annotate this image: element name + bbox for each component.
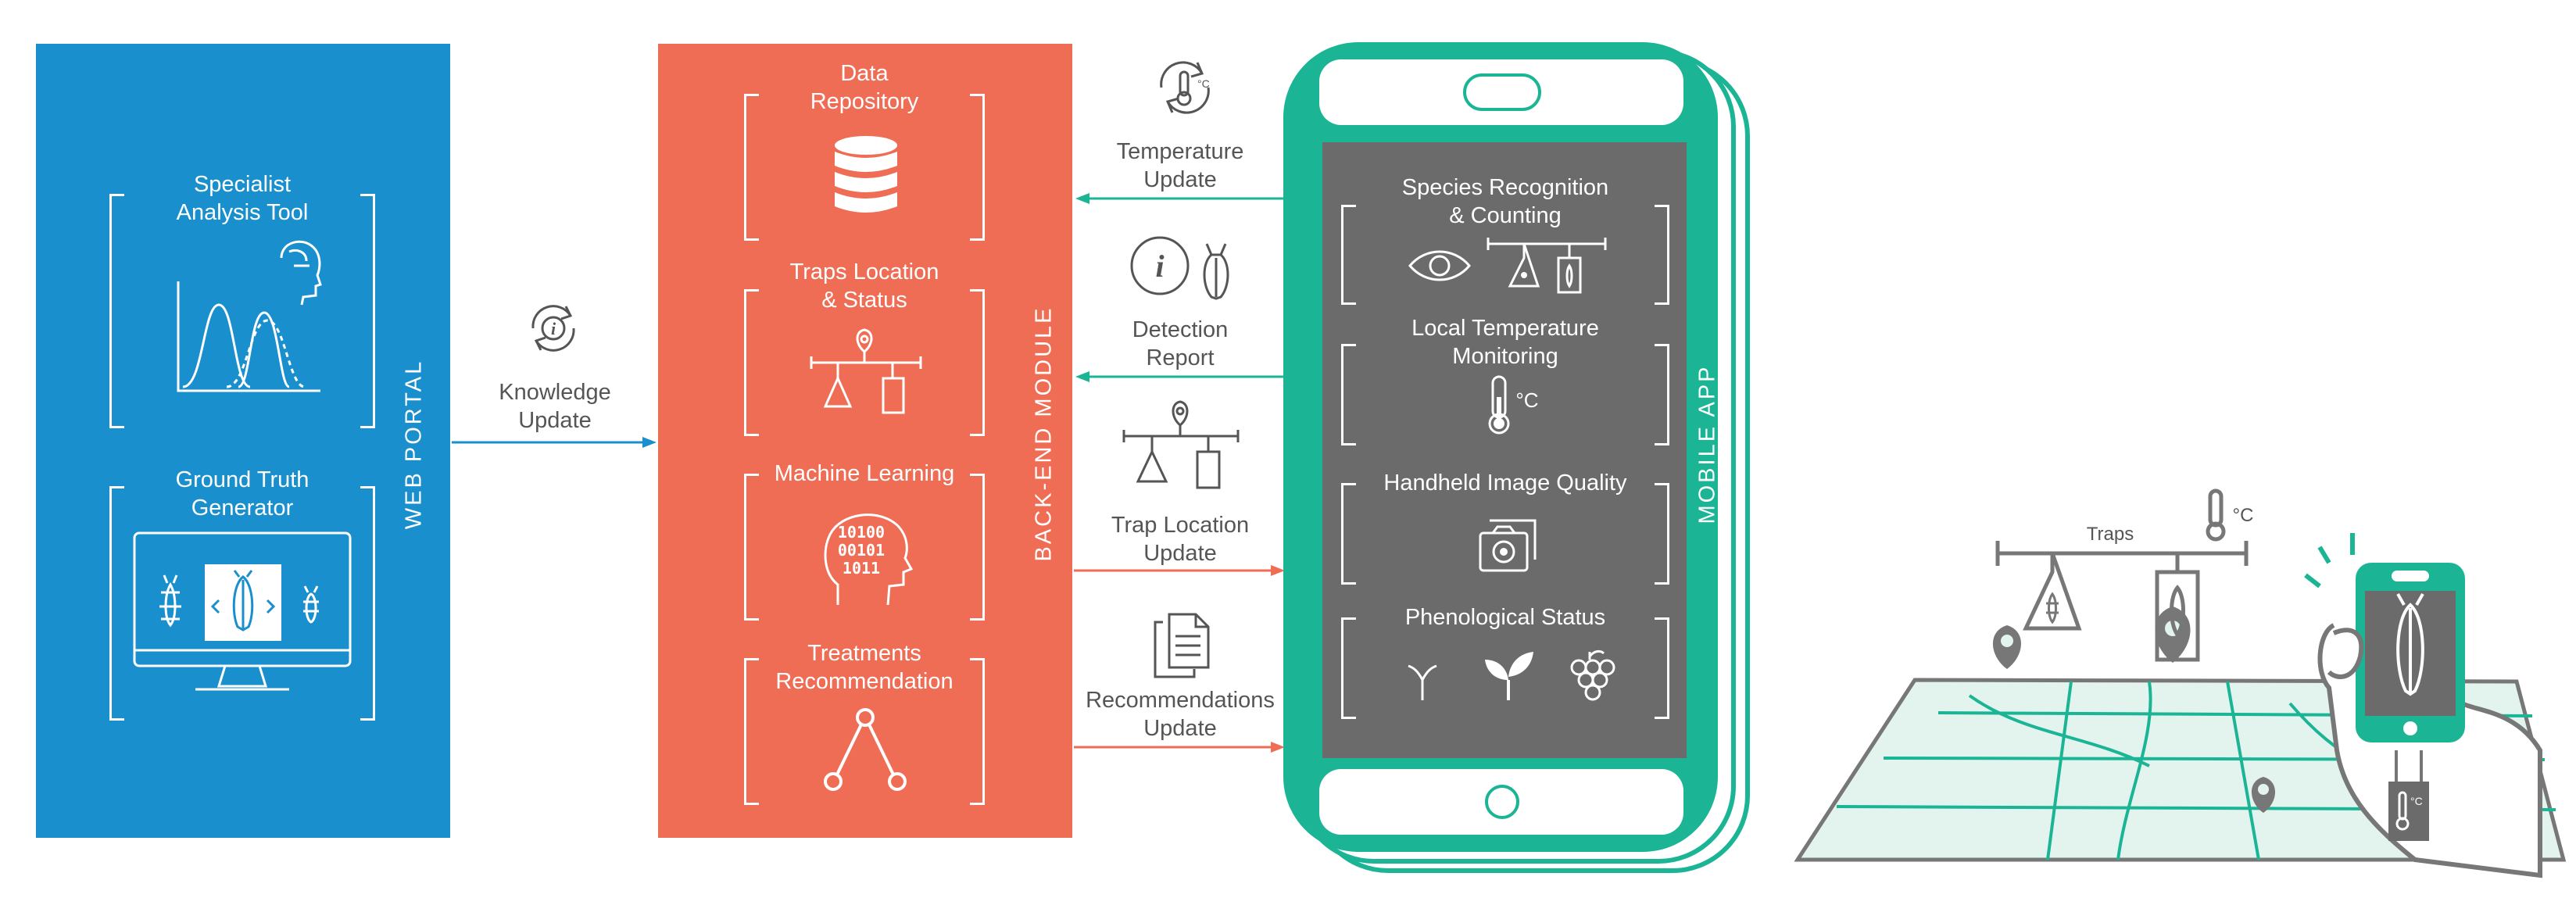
monitor-insects-icon [133, 531, 352, 691]
specialist-analysis-tool-title: Specialist Analysis Tool [176, 172, 309, 225]
detection-report-arrow [1075, 371, 1286, 382]
temperature-update-icon: °C [1160, 61, 1210, 114]
svg-text:°C: °C [2410, 795, 2423, 807]
documents-icon [1154, 613, 1210, 678]
trap-location-update-label: Trap Location Update [1111, 513, 1250, 566]
temperature-update-arrow [1075, 193, 1286, 204]
decision-tree-icon [824, 708, 907, 791]
traps-location-title: Traps Location & Status [789, 259, 939, 313]
eye-traps-icon [1408, 238, 1607, 294]
analysis-chart-icon [177, 240, 322, 392]
detection-report-label: Detection Report [1132, 317, 1229, 370]
image-quality-box [1341, 483, 1669, 585]
celsius-text: °C [1515, 388, 1539, 412]
backend-module-label: BACK-END MODULE [1031, 306, 1057, 562]
treatments-title: Treatments Recommendation [775, 641, 953, 694]
specialist-analysis-tool-box [109, 194, 375, 428]
database-icon [835, 136, 897, 213]
growth-stages-icon [1408, 649, 1615, 701]
web-portal-label: WEB PORTAL [401, 359, 427, 530]
camera-icon [1479, 519, 1537, 572]
data-repository-title: Data Repository [810, 61, 919, 114]
phenological-box [1341, 617, 1669, 719]
local-temperature-title: Local Temperature Monitoring [1411, 316, 1599, 369]
trap-location-update-arrow [1074, 565, 1285, 576]
local-temperature-box [1341, 344, 1669, 445]
field-celsius-text: °C [2232, 505, 2254, 526]
traps-location-icon [810, 328, 922, 414]
knowledge-update-label: Knowledge Update [499, 380, 611, 433]
species-recognition-title: Species Recognition & Counting [1401, 175, 1609, 228]
recommendations-update-arrow [1074, 742, 1285, 753]
data-repository-box [744, 94, 985, 241]
temperature-update-label: Temperature Update [1116, 139, 1244, 192]
machine-learning-title: Machine Learning [774, 461, 955, 486]
knowledge-update-arrow [452, 437, 657, 448]
phenological-title: Phenological Status [1404, 605, 1606, 630]
backend-module-panel [658, 44, 1072, 838]
species-recognition-box [1341, 205, 1669, 305]
hand-phone-illustration: °C [2304, 533, 2542, 878]
knowledge-update-icon: i [531, 305, 575, 352]
machine-learning-box [744, 474, 985, 621]
svg-text:i: i [1155, 249, 1164, 284]
mobile-app-label: MOBILE APP [1694, 364, 1720, 524]
thermometer-icon [1488, 375, 1510, 435]
detection-report-icon: i [1130, 236, 1229, 300]
machine-learning-head-icon [824, 513, 914, 606]
image-quality-title: Handheld Image Quality [1383, 470, 1627, 496]
svg-text:°C: °C [1197, 77, 1210, 90]
ground-truth-generator-title: Ground Truth Generator [175, 467, 309, 521]
machine-learning-binary: 10100 00101 1011 [837, 523, 886, 578]
svg-text:i: i [551, 319, 556, 338]
traps-location-box [744, 289, 985, 436]
treatments-box [744, 658, 985, 805]
recommendations-update-label: Recommendations Update [1086, 688, 1275, 741]
ground-truth-generator-box [109, 486, 375, 721]
web-portal-panel [36, 44, 450, 838]
field-traps-label: Traps [2086, 524, 2134, 545]
traps-illustration [1995, 488, 2249, 662]
trap-location-update-icon [1122, 400, 1240, 489]
